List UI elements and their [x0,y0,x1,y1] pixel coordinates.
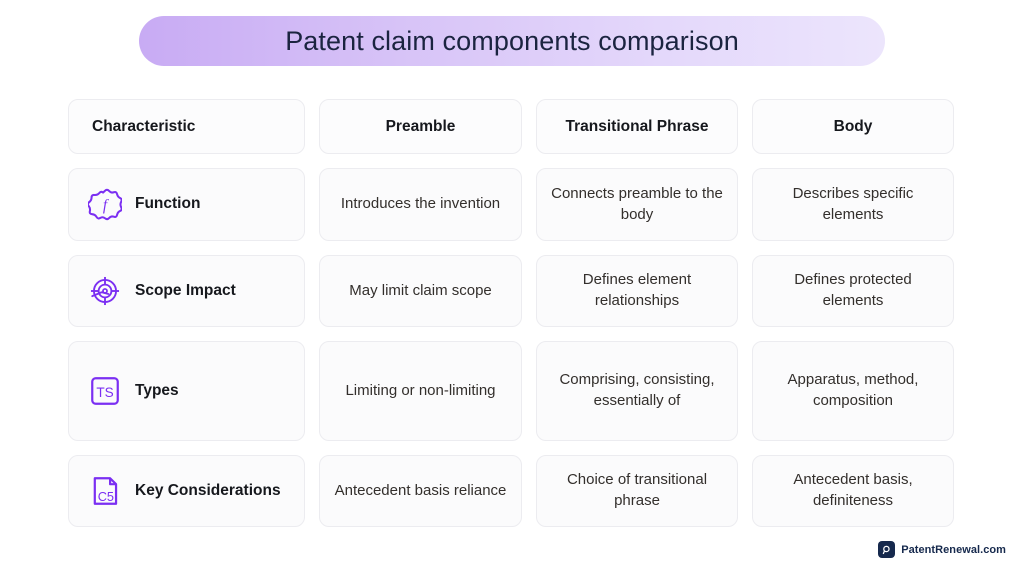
svg-text:C5: C5 [98,489,114,504]
table-row: C5 Key Considerations Antecedent basis r… [68,455,954,527]
brand-name: PatentRenewal.com [901,543,1006,556]
scope-target-icon [86,272,124,310]
cell-key-body: Antecedent basis, definiteness [752,455,954,527]
row-label-text: Key Considerations [135,481,281,499]
cell-types-transitional: Comprising, consisting, essentially of [536,341,738,441]
function-badge-icon: f [86,186,124,224]
cell-function-body: Describes specific elements [752,168,954,241]
row-label-text: Function [135,195,201,213]
footer-branding: PatentRenewal.com [878,541,1006,558]
cell-scope-body: Defines protected elements [752,255,954,327]
cell-key-preamble: Antecedent basis reliance [319,455,522,527]
cell-key-transitional: Choice of transitional phrase [536,455,738,527]
row-label-function: f Function [68,168,305,241]
svg-text:TS: TS [96,385,113,400]
types-square-icon: TS [86,372,124,410]
cell-scope-transitional: Defines element relationships [536,255,738,327]
table-row: Scope Impact May limit claim scope Defin… [68,255,954,327]
svg-text:f: f [103,197,110,214]
cell-scope-preamble: May limit claim scope [319,255,522,327]
header-cell-characteristic: Characteristic [68,99,305,154]
magnifier-p-icon [878,541,896,558]
row-label-text: Scope Impact [135,281,236,299]
cell-types-body: Apparatus, method, composition [752,341,954,441]
comparison-table: Characteristic Preamble Transitional Phr… [68,99,954,541]
cell-function-preamble: Introduces the invention [319,168,522,241]
title-banner: Patent claim components comparison [139,16,885,66]
title-pill: Patent claim components comparison [139,16,885,66]
row-label-types: TS Types [68,341,305,441]
cell-types-preamble: Limiting or non-limiting [319,341,522,441]
header-cell-preamble: Preamble [319,99,522,154]
header-cell-body: Body [752,99,954,154]
page-title: Patent claim components comparison [285,25,739,56]
table-header-row: Characteristic Preamble Transitional Phr… [68,99,954,154]
document-c5-icon: C5 [86,472,124,510]
row-label-key-considerations: C5 Key Considerations [68,455,305,527]
row-label-text: Types [135,381,179,399]
cell-function-transitional: Connects preamble to the body [536,168,738,241]
row-label-scope-impact: Scope Impact [68,255,305,327]
header-cell-transitional-phrase: Transitional Phrase [536,99,738,154]
table-row: TS Types Limiting or non-limiting Compri… [68,341,954,441]
table-row: f Function Introduces the invention Conn… [68,168,954,241]
